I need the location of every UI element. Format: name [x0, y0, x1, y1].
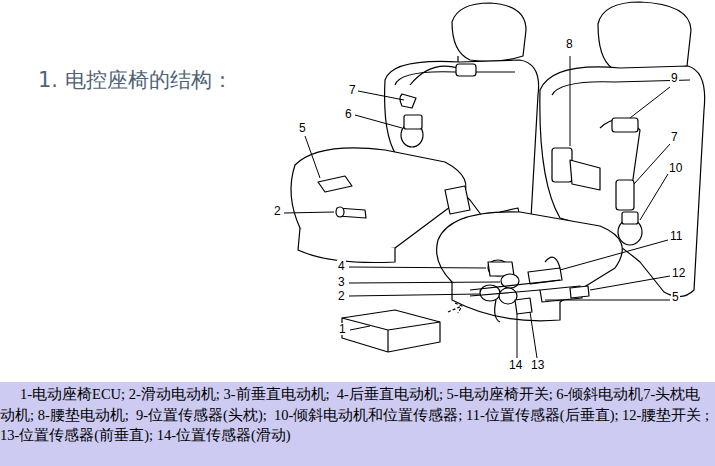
callout-number: 10 [668, 162, 683, 174]
callout-number: 11 [669, 230, 683, 242]
callout-number: 2 [337, 290, 346, 302]
callout-number: 9 [670, 72, 679, 84]
callout-number: 3 [337, 276, 346, 288]
callout-number: 13 [530, 359, 545, 371]
callout-number: 4 [337, 260, 346, 272]
callout-number: 8 [565, 38, 574, 50]
callout-number: 6 [344, 108, 353, 120]
callout-number: 5 [671, 291, 680, 303]
callout-number: 12 [671, 267, 686, 279]
slide-title: 1. 电控座椅的结构： [38, 66, 233, 94]
callout-number: 5 [298, 122, 307, 134]
callout-number: 7 [670, 131, 679, 143]
figure-caption: 1-电动座椅ECU; 2-滑动电动机; 3-前垂直电动机; 4-后垂直电动机; … [0, 384, 711, 446]
callout-number: 7 [348, 84, 357, 96]
callout-number: 1 [338, 323, 347, 335]
callout-number: 14 [508, 359, 523, 371]
callout-number: 2 [273, 205, 282, 217]
